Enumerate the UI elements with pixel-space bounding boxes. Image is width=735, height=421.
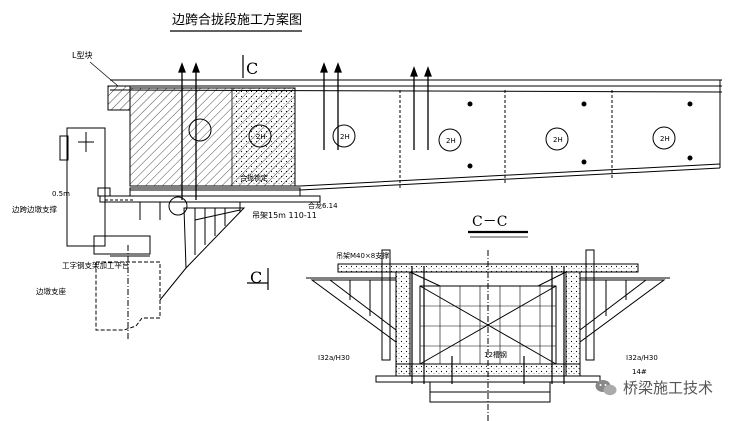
opening-4: [438, 128, 462, 152]
web-openings: [188, 101, 693, 169]
label-section-hanger: 吊架M40×8支撑: [336, 251, 389, 260]
svg-text:2H: 2H: [553, 136, 563, 144]
section-marker-bottom: C: [247, 268, 269, 290]
watermark: 桥梁施工技术: [595, 377, 713, 398]
hanging-bracket: [159, 207, 246, 301]
side-pier: [59, 127, 151, 255]
section-left-bracket: [306, 249, 397, 361]
label-closure-value: 合龙6.14: [308, 201, 338, 210]
lower-pier: [95, 245, 161, 340]
label-closure-lock: 合拢锁定: [240, 173, 268, 182]
opening-2: [248, 124, 272, 148]
label-pier-bearing: 边墩支座: [36, 286, 66, 296]
label-hanger: 吊架15m 110-11: [252, 211, 317, 220]
svg-text:C: C: [246, 59, 258, 78]
opening-5: [545, 127, 569, 151]
section-marker-top: C: [242, 55, 258, 78]
label-i-beam-right: I32a/H30: [626, 354, 658, 362]
svg-text:2H: 2H: [256, 133, 266, 141]
tie-rods: [178, 62, 432, 200]
opening-1: [188, 118, 212, 142]
label-channel-steel: 12槽钢: [484, 350, 507, 359]
svg-text:C: C: [250, 268, 262, 287]
section-right-bracket: [579, 249, 670, 361]
label-i-beam-left: I32a/H30: [318, 354, 350, 362]
section-view-title: C－C: [472, 214, 507, 230]
label-l-block: L型块: [72, 50, 92, 60]
svg-text:2H: 2H: [446, 137, 456, 145]
label-side-support: 边跨边墩支撑: [12, 204, 57, 214]
opening-labels: 2H 2H 2H 2H 2H: [256, 133, 670, 145]
opening-3: [332, 124, 356, 148]
svg-text:2H: 2H: [340, 133, 350, 141]
wechat-icon: [595, 379, 617, 395]
section-rods: [411, 266, 565, 384]
drawing-title: 边跨合拢段施工方案图: [172, 12, 302, 28]
label-half-meter: 0.5m: [52, 190, 70, 198]
watermark-text: 桥梁施工技术: [622, 379, 713, 397]
svg-text:2H: 2H: [660, 135, 670, 143]
label-platform: 工字钢支架加工平台: [62, 260, 130, 270]
working-platform: [99, 187, 321, 220]
label-section-number: 14#: [632, 368, 647, 376]
closure-segment: L型块: [72, 50, 296, 187]
box-girder-section: [337, 250, 639, 421]
opening-6: [652, 126, 676, 150]
